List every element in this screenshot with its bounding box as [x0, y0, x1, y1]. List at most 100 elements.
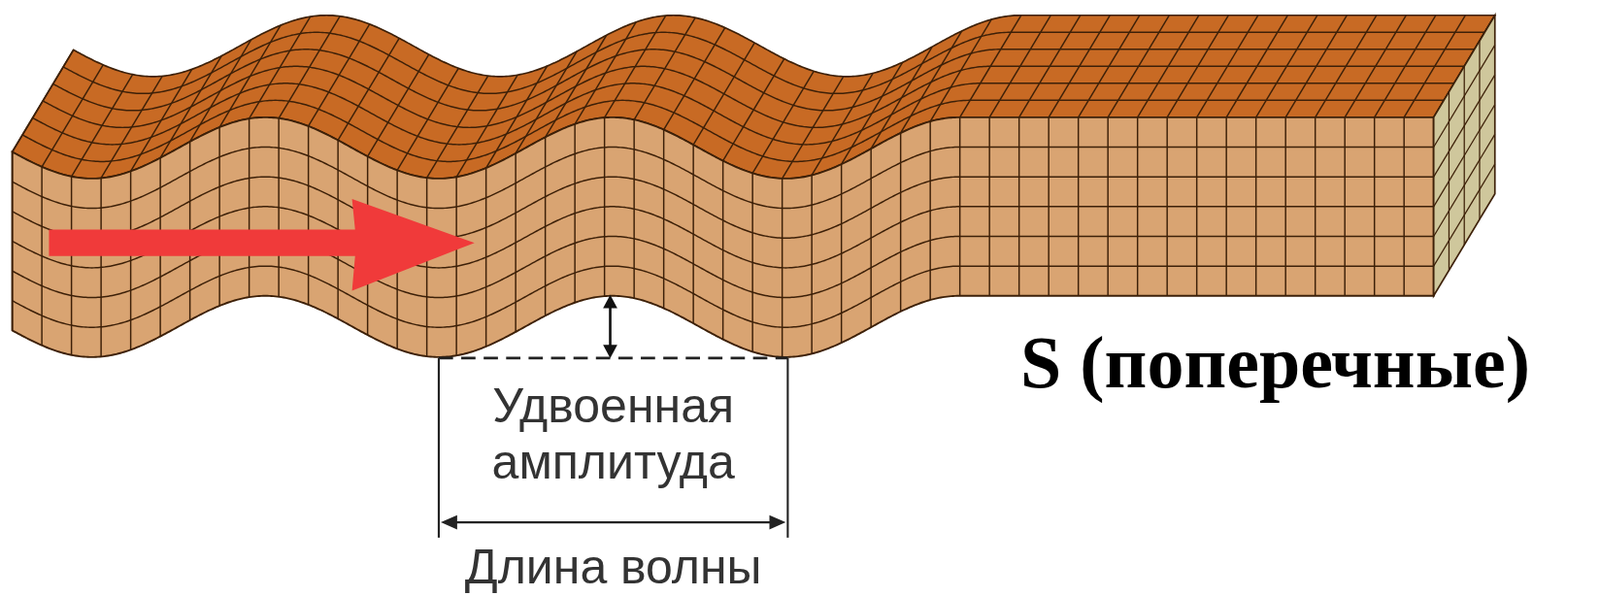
- front-grid-line: [781, 178, 783, 358]
- top-grid-line: [41, 65, 103, 167]
- top-grid-line: [12, 49, 74, 152]
- top-grid-line: [1374, 15, 1436, 118]
- top-grid-line: [782, 76, 844, 179]
- front-grid-line: [1136, 117, 1138, 297]
- front-grid-line: [840, 164, 842, 343]
- front-grid-line: [544, 136, 546, 316]
- top-grid-line: [337, 37, 400, 140]
- propagation-arrow: [48, 199, 474, 292]
- front-grid-line: [1314, 117, 1316, 297]
- front-grid-line: [663, 130, 665, 309]
- right-grid-line: [1433, 104, 1496, 207]
- top-grid-line: [367, 54, 430, 157]
- arrow-head: [768, 515, 786, 531]
- wavelength-label: Длина волны: [438, 541, 788, 593]
- front-grid-line: [514, 153, 516, 333]
- top-grid-line: [1315, 15, 1377, 118]
- top-grid-line: [723, 59, 785, 162]
- top-grid-line: [219, 25, 281, 128]
- dimension-line: [786, 358, 789, 538]
- front-grid-line: [1077, 117, 1079, 297]
- front-grid-line: [603, 117, 605, 297]
- front-grid-line: [900, 133, 901, 312]
- front-grid-line: [130, 170, 132, 350]
- top-grid-line: [278, 16, 340, 119]
- top-grid-line: [249, 16, 311, 119]
- top-grid-line: [1137, 15, 1200, 118]
- front-face: [12, 117, 1434, 358]
- right-grid-line: [1433, 74, 1496, 177]
- front-grid-line: [218, 127, 220, 306]
- front-grid-line: [248, 118, 250, 298]
- right-grid-line: [1433, 44, 1496, 147]
- front-grid-line: [633, 119, 634, 299]
- front-grid-line: [1402, 117, 1404, 297]
- top-grid-line: [693, 42, 755, 145]
- top-grid-line: [1166, 15, 1229, 118]
- top-grid-line: [1197, 15, 1259, 118]
- front-grid-line: [40, 166, 42, 346]
- top-grid-line: [574, 22, 636, 125]
- front-grid-line: [1343, 117, 1345, 297]
- front-grid-line: [692, 144, 694, 324]
- front-grid-line: [485, 167, 487, 347]
- right-grid-line: [1433, 164, 1496, 267]
- front-grid-line: [810, 174, 812, 354]
- dimension-line: [437, 358, 440, 538]
- arrow-head: [440, 515, 458, 531]
- top-grid-line: [427, 75, 489, 178]
- front-grid-line: [307, 126, 309, 305]
- front-grid-line: [1373, 117, 1375, 297]
- amplitude-label: Удвоенная амплитуда: [442, 377, 784, 491]
- top-grid-line: [1344, 15, 1406, 118]
- top-grid-line: [633, 17, 696, 120]
- top-grid-line: [1078, 15, 1140, 118]
- top-grid-line: [989, 15, 1051, 118]
- front-grid-line: [1047, 117, 1049, 297]
- front-grid-line: [929, 121, 931, 300]
- front-grid-line: [100, 177, 101, 357]
- top-grid-line: [752, 70, 814, 173]
- top-grid-line: [1226, 15, 1288, 118]
- top-grid-line: [1285, 15, 1347, 118]
- front-grid-line: [988, 117, 990, 297]
- front-grid-line: [751, 172, 753, 352]
- front-grid-line: [426, 177, 428, 357]
- top-grid-line: [1256, 15, 1318, 118]
- front-grid-line: [1018, 117, 1020, 297]
- front-grid-line: [722, 161, 724, 340]
- top-grid-line: [604, 15, 667, 118]
- front-grid-line: [1284, 117, 1286, 297]
- front-grid-line: [1255, 117, 1257, 297]
- top-grid-line: [664, 28, 726, 131]
- front-grid-line: [869, 148, 871, 328]
- front-grid-line: [1225, 117, 1227, 297]
- front-grid-line: [1196, 117, 1198, 297]
- top-grid-line: [930, 19, 992, 122]
- front-grid-line: [11, 151, 13, 331]
- wave-type-label: S (поперечные): [1020, 320, 1531, 404]
- front-grid-line: [959, 117, 961, 297]
- top-grid-line: [1048, 15, 1110, 118]
- top-grid-line: [1019, 15, 1081, 118]
- front-grid-line: [277, 118, 279, 298]
- top-grid-line: [397, 67, 459, 170]
- right-face: [1433, 15, 1496, 297]
- illustration-group: [12, 15, 1496, 538]
- front-grid-line: [573, 124, 575, 303]
- amplitude-arrow: [608, 301, 612, 351]
- top-grid-line: [71, 74, 134, 177]
- top-grid-line: [1107, 15, 1169, 118]
- front-grid-line: [70, 176, 72, 356]
- right-grid-line: [1433, 133, 1496, 236]
- front-grid-line: [1166, 117, 1167, 297]
- front-grid-line: [336, 139, 338, 319]
- arrow-head: [602, 344, 618, 359]
- top-grid-line: [308, 24, 370, 127]
- wavelength-arrow: [448, 521, 777, 524]
- front-grid-line: [1106, 117, 1108, 297]
- dashed-line: [438, 357, 788, 361]
- top-grid-line: [960, 15, 1022, 118]
